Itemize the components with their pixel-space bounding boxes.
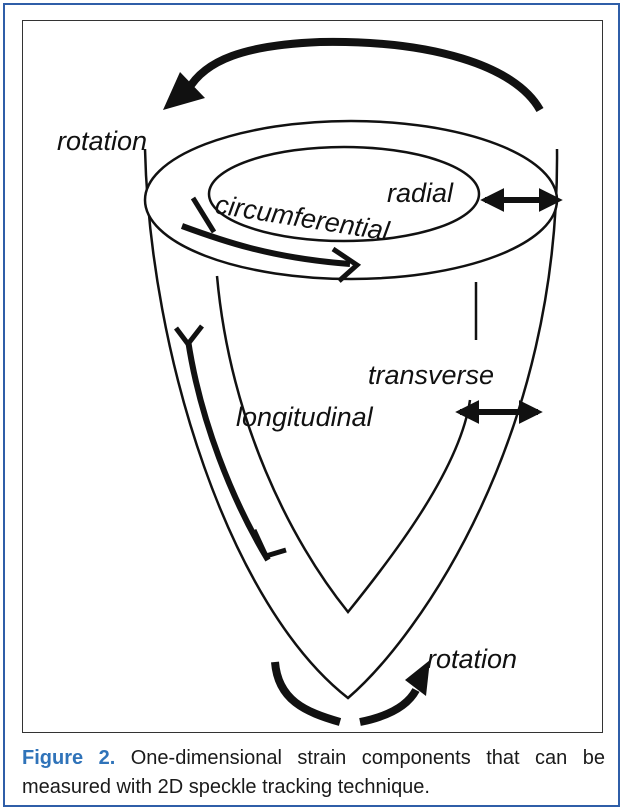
longitudinal-arrow-head xyxy=(251,528,287,560)
caption-text: One-dimensional strain components that c… xyxy=(22,747,605,798)
heart-outer-outline xyxy=(143,148,559,700)
label-transverse: transverse xyxy=(368,360,494,390)
rotation-arrow-top xyxy=(184,37,544,113)
circumferential-arrow-tail xyxy=(190,196,217,234)
label-radial: radial xyxy=(387,178,454,208)
rotation-arrow-bottom-right xyxy=(359,687,420,726)
figure-caption: Figure 2. One-dimensional strain compone… xyxy=(22,744,605,802)
label-rotation-top: rotation xyxy=(57,126,147,156)
rotation-arrow-top-head xyxy=(163,72,205,110)
strain-diagram: rotation radial circumferential transver… xyxy=(57,37,563,726)
caption-label: Figure 2. xyxy=(22,747,116,769)
heart-inner-outline xyxy=(215,275,472,614)
circumferential-arrow-head xyxy=(331,246,362,283)
label-longitudinal: longitudinal xyxy=(236,402,374,432)
circumferential-arrow xyxy=(180,223,351,267)
rotation-arrow-bottom-left xyxy=(271,661,342,726)
label-rotation-bottom: rotation xyxy=(427,644,517,674)
rotation-arrow-bottom-head xyxy=(405,660,430,696)
longitudinal-arrow-tail xyxy=(174,324,204,349)
inner-ring-ellipse xyxy=(207,145,481,243)
